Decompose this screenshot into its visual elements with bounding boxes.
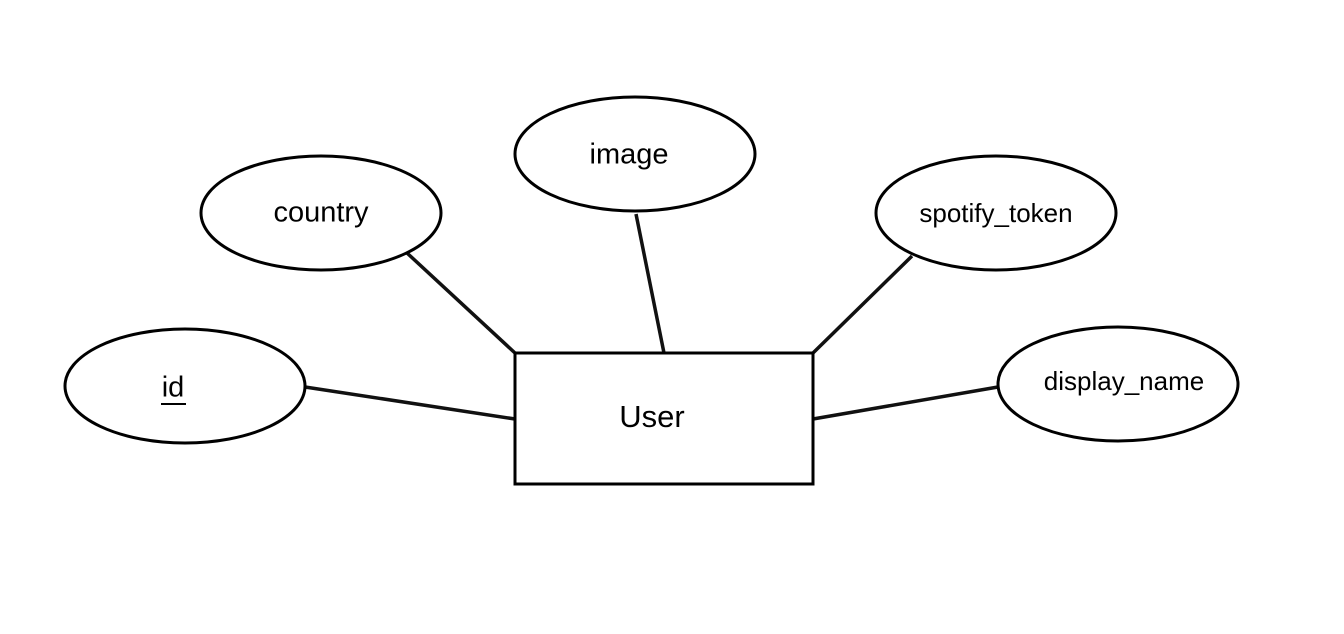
entity-user-label: User xyxy=(619,399,684,434)
connector-country xyxy=(405,251,517,355)
attribute-display-name-label: display_name xyxy=(1044,366,1204,396)
attribute-image: image xyxy=(513,95,757,213)
attribute-country: country xyxy=(199,154,443,272)
attribute-image-label: image xyxy=(590,139,669,171)
attribute-id: id xyxy=(63,327,307,445)
entity-user-box xyxy=(513,351,815,486)
attribute-country-label: country xyxy=(273,197,369,229)
attribute-spotify-token-ellipse xyxy=(874,154,1118,272)
attribute-country-ellipse xyxy=(199,154,443,272)
attribute-display-name: display_name xyxy=(996,325,1240,443)
connector-image xyxy=(634,213,666,354)
connector-spotify-token xyxy=(811,254,914,355)
attribute-image-ellipse xyxy=(513,95,757,213)
entity-user: User xyxy=(513,351,815,486)
attribute-id-label: id xyxy=(162,372,185,404)
attribute-spotify-token: spotify_token xyxy=(874,154,1118,272)
attribute-display-name-ellipse xyxy=(996,325,1240,443)
attribute-id-ellipse xyxy=(63,327,307,445)
connectors xyxy=(304,213,999,421)
connector-id xyxy=(304,385,516,421)
connector-display-name xyxy=(812,385,999,421)
attribute-spotify-token-label: spotify_token xyxy=(919,198,1072,228)
